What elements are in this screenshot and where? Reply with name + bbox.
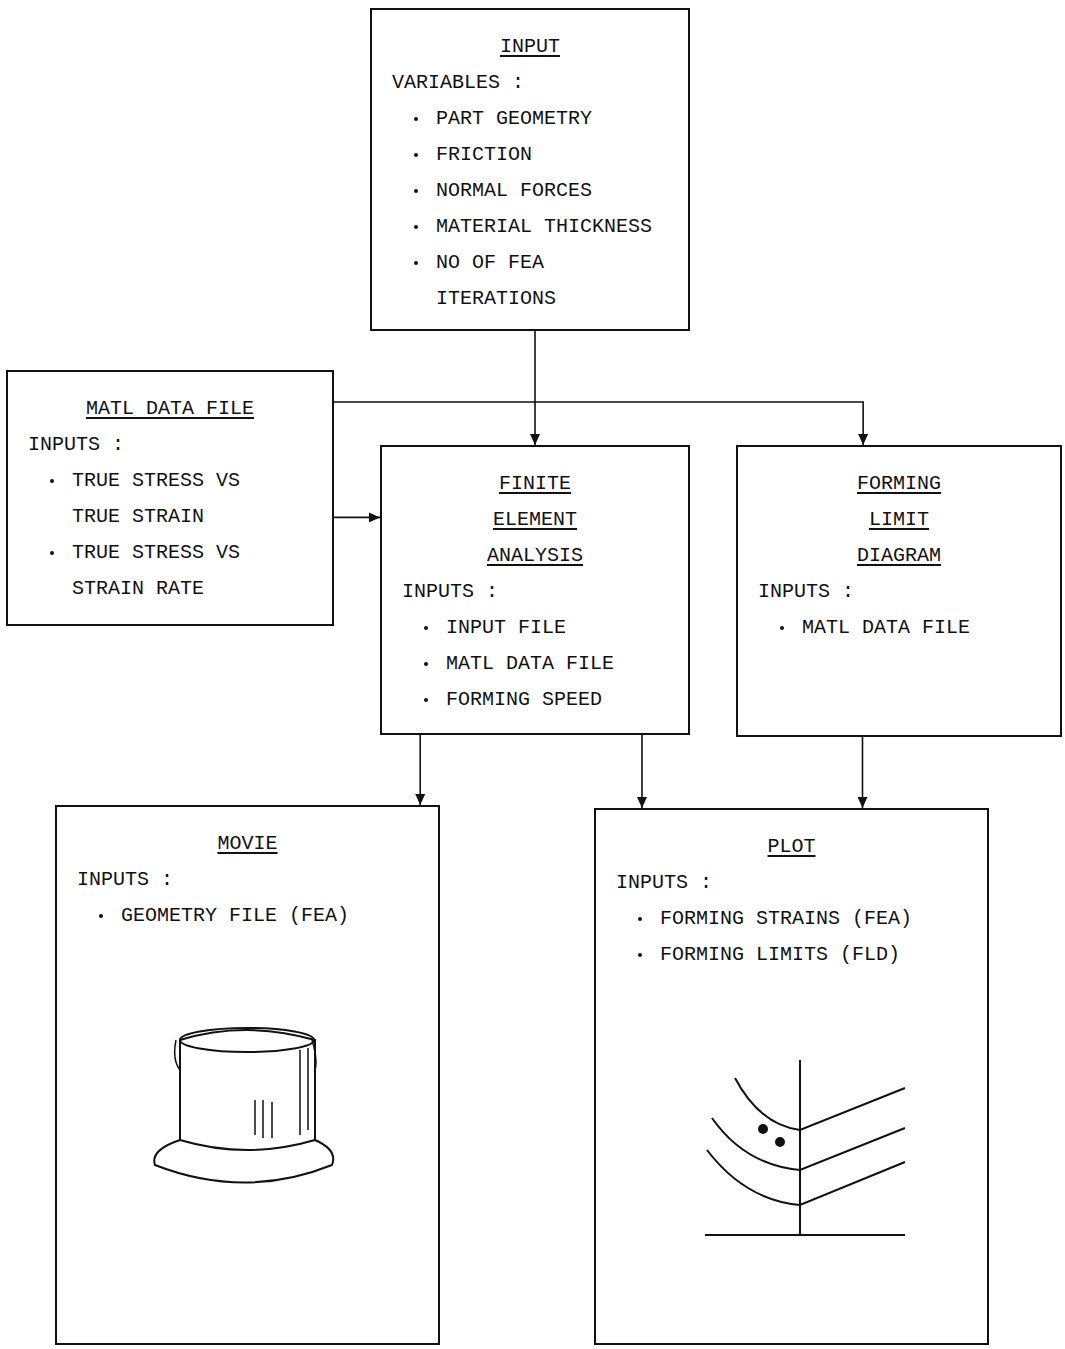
fld-curve xyxy=(735,1078,905,1130)
flow-arrow xyxy=(641,735,643,808)
inputs-heading: INPUTS : xyxy=(28,427,320,463)
bullet-row: FORMING LIMITS (FLD) xyxy=(616,937,975,973)
flow-arrow xyxy=(334,517,380,519)
fld-axis xyxy=(799,1060,801,1235)
bullet-dot xyxy=(414,117,418,121)
bullet-text: FRICTION xyxy=(436,137,532,173)
process-box: FINITE ELEMENT ANALYSISINPUTS :INPUT FIL… xyxy=(380,445,690,735)
box-title: INPUT xyxy=(500,29,560,65)
bullet-text: FORMING STRAINS (FEA) xyxy=(660,901,912,937)
fld-axis xyxy=(705,1234,905,1236)
part-top xyxy=(180,1028,314,1052)
strain-point xyxy=(776,1138,784,1146)
bullet-text: GEOMETRY FILE (FEA) xyxy=(121,898,349,934)
bullet-dot xyxy=(414,189,418,193)
box-heading-row: FINITE ELEMENT ANALYSIS xyxy=(394,466,676,574)
fld-illustration xyxy=(705,1060,905,1235)
data-file-box: MATL DATA FILEINPUTS :TRUE STRESS VS TRU… xyxy=(6,370,334,626)
input-box: INPUTVARIABLES :PART GEOMETRYFRICTIONNOR… xyxy=(370,8,690,331)
bullet-dot xyxy=(424,698,428,702)
bullet-row: GEOMETRY FILE (FEA) xyxy=(77,898,426,934)
box-title: FINITE ELEMENT ANALYSIS xyxy=(487,466,583,574)
process-box: FORMING LIMIT DIAGRAMINPUTS :MATL DATA F… xyxy=(736,445,1062,737)
fld-curve xyxy=(712,1118,905,1170)
bullet-row: PART GEOMETRY xyxy=(392,101,676,137)
bullet-row: FORMING SPEED xyxy=(402,682,676,718)
bullet-text: MATERIAL THICKNESS xyxy=(436,209,652,245)
box-title: MATL DATA FILE xyxy=(86,391,254,427)
box-title: FORMING LIMIT DIAGRAM xyxy=(857,466,941,574)
inputs-heading: INPUTS : xyxy=(758,574,1048,610)
bullet-text: INPUT FILE xyxy=(446,610,566,646)
box-title: MOVIE xyxy=(217,826,277,862)
box-heading-row: INPUT xyxy=(384,29,676,65)
strain-point xyxy=(759,1125,767,1133)
bullet-row: NO OF FEA ITERATIONS xyxy=(392,245,676,317)
bullet-text: NO OF FEA ITERATIONS xyxy=(436,245,676,317)
bullet-dot xyxy=(50,479,54,483)
fld-curve xyxy=(707,1150,905,1205)
bullet-text: PART GEOMETRY xyxy=(436,101,592,137)
bullet-row: NORMAL FORCES xyxy=(392,173,676,209)
box-heading-row: FORMING LIMIT DIAGRAM xyxy=(750,466,1048,574)
bullet-dot xyxy=(99,914,103,918)
flow-arrow xyxy=(534,331,536,445)
bullet-dot xyxy=(414,261,418,265)
box-heading-row: MATL DATA FILE xyxy=(20,391,320,427)
part-wall-base xyxy=(180,1140,315,1150)
bullet-dot xyxy=(424,626,428,630)
bullet-text: FORMING SPEED xyxy=(446,682,602,718)
bullet-dot xyxy=(50,551,54,555)
box-heading-row: PLOT xyxy=(608,829,975,865)
bullet-row: TRUE STRESS VS TRUE STRAIN xyxy=(28,463,320,535)
flow-arrow xyxy=(862,737,864,808)
bullet-text: NORMAL FORCES xyxy=(436,173,592,209)
bullet-row: FORMING STRAINS (FEA) xyxy=(616,901,975,937)
part-edge xyxy=(175,1040,316,1070)
bullet-row: MATL DATA FILE xyxy=(758,610,1048,646)
bullet-row: FRICTION xyxy=(392,137,676,173)
bullet-dot xyxy=(638,953,642,957)
flow-arrow xyxy=(334,402,863,445)
bullet-text: TRUE STRESS VS STRAIN RATE xyxy=(72,535,272,607)
part-shading xyxy=(255,1048,308,1138)
bullet-dot xyxy=(638,917,642,921)
bullet-row: MATERIAL THICKNESS xyxy=(392,209,676,245)
inputs-heading: INPUTS : xyxy=(402,574,676,610)
part-illustration xyxy=(154,1028,333,1183)
output-box: MOVIEINPUTS :GEOMETRY FILE (FEA) xyxy=(55,805,440,1345)
bullet-row: TRUE STRESS VS STRAIN RATE xyxy=(28,535,320,607)
bullet-text: MATL DATA FILE xyxy=(446,646,614,682)
flow-arrow xyxy=(419,735,421,805)
output-box: PLOTINPUTS :FORMING STRAINS (FEA)FORMING… xyxy=(594,808,989,1345)
bullet-row: INPUT FILE xyxy=(402,610,676,646)
bullet-row: MATL DATA FILE xyxy=(402,646,676,682)
box-title: PLOT xyxy=(767,829,815,865)
bullet-text: MATL DATA FILE xyxy=(802,610,970,646)
inputs-heading: INPUTS : xyxy=(616,865,975,901)
bullet-text: TRUE STRESS VS TRUE STRAIN xyxy=(72,463,272,535)
bullet-dot xyxy=(424,662,428,666)
bullet-dot xyxy=(414,225,418,229)
inputs-heading: INPUTS : xyxy=(77,862,426,898)
bullet-text: FORMING LIMITS (FLD) xyxy=(660,937,900,973)
box-heading-row: MOVIE xyxy=(69,826,426,862)
bullet-dot xyxy=(414,153,418,157)
inputs-heading: VARIABLES : xyxy=(392,65,676,101)
bullet-dot xyxy=(780,626,784,630)
